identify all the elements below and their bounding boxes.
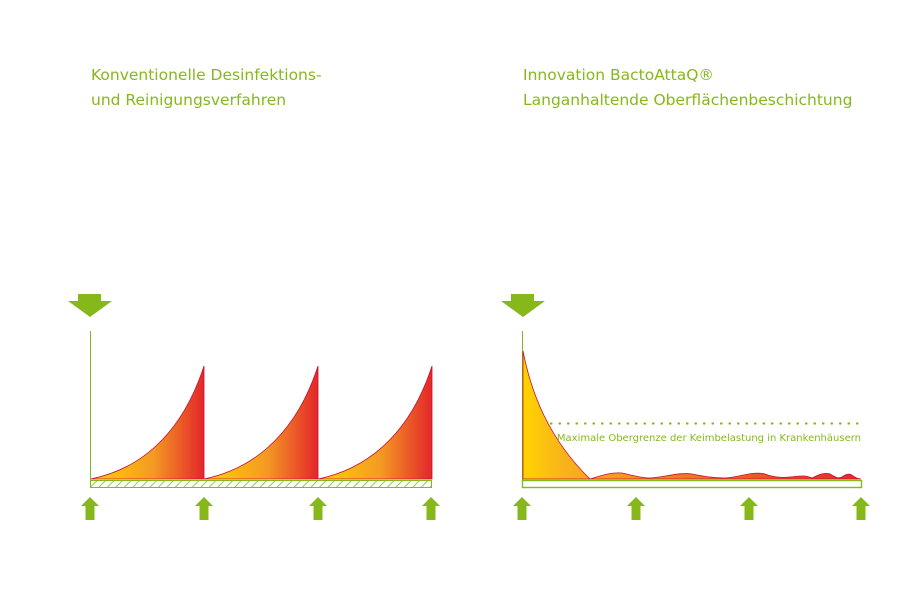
right-panel-title: Innovation BactoAttaQ® Langanhaltende Ob… xyxy=(523,63,852,113)
decay-curve xyxy=(522,350,862,480)
arrow-up-icon xyxy=(81,497,99,520)
arrow-down-icon xyxy=(68,294,112,317)
right-title-line-2: Langanhaltende Oberflächenbeschichtung xyxy=(523,91,853,109)
left-title-line-1: Konventionelle Desinfektions- xyxy=(91,66,322,84)
right-panel: Maximale Obergrenze der Keimbelastung in… xyxy=(501,294,870,520)
left-panel xyxy=(68,294,440,520)
arrow-up-icon xyxy=(422,497,440,520)
arrow-up-icon xyxy=(195,497,213,520)
arrow-down-icon xyxy=(501,294,545,317)
growth-curve-3 xyxy=(317,365,433,480)
growth-curve-1 xyxy=(90,365,205,480)
right-surface-bar xyxy=(521,479,863,489)
arrow-up-icon xyxy=(309,497,327,520)
arrow-up-icon xyxy=(852,497,870,520)
arrow-up-icon xyxy=(740,497,758,520)
limit-label: Maximale Obergrenze der Keimbelastung in… xyxy=(557,433,861,444)
left-title-line-2: und Reinigungsverfahren xyxy=(91,91,287,109)
right-title-line-1: Innovation BactoAttaQ® xyxy=(523,66,714,84)
arrow-up-icon xyxy=(513,497,531,520)
arrow-up-icon xyxy=(627,497,645,520)
left-panel-title: Konventionelle Desinfektions- und Reinig… xyxy=(91,63,322,113)
growth-curve-2 xyxy=(203,365,319,480)
left-surface-bar xyxy=(90,480,432,488)
